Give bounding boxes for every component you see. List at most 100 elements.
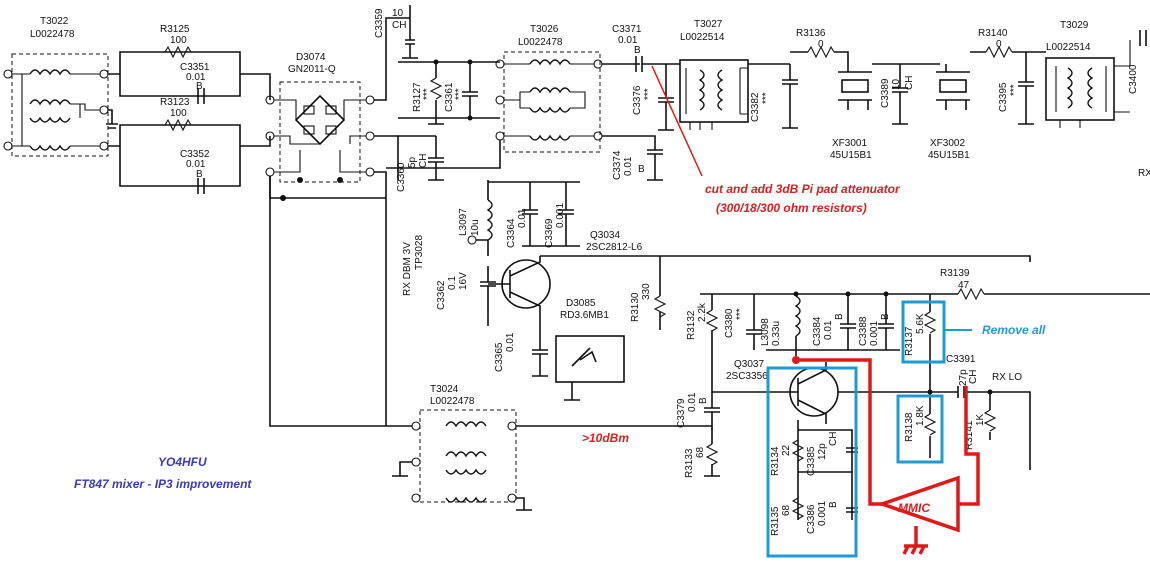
r3136-resistor: R3136 0 (790, 28, 849, 64)
c3361-value: *** (454, 88, 465, 100)
c3360-value: 5p (407, 156, 418, 168)
c3389-value: 10 (891, 78, 902, 90)
cut-note-line2: (300/18/300 ohm resistors) (716, 201, 867, 215)
c3369-ref: C3369 (544, 218, 555, 248)
c3351-suffix: B (196, 81, 203, 92)
c3360-ref: C3360 (396, 162, 407, 192)
r3137-ref: R3137 (904, 326, 915, 356)
remove-all-note: Remove all (982, 323, 1046, 337)
l3097-inductor: L3097 10u (458, 199, 493, 241)
c3352-ref: C3352 (180, 149, 210, 160)
c3382-ref: C3382 (750, 92, 761, 122)
t3027-part: L0022514 (680, 32, 725, 43)
c3382-value: *** (761, 92, 772, 104)
xf3001-ref: XF3001 (832, 138, 867, 149)
q3034-transistor: Q3034 2SC2812-L6 (488, 230, 643, 320)
t3022-transformer: T3022 L0022478 (3, 16, 109, 157)
l3098-value: 0.33u (771, 321, 782, 346)
t3024-ref: T3024 (430, 384, 459, 395)
c3374-ref: C3374 (612, 150, 623, 180)
c3385-suffix: CH (828, 432, 839, 446)
d3074-part: GN2011-Q (288, 64, 336, 75)
c3379-ref: C3379 (676, 398, 687, 428)
c3369-capacitor: C3369 0.001 (544, 203, 566, 248)
c3351-value: 0.01 (186, 72, 206, 83)
r3135-value: 68 (781, 504, 792, 516)
c3361-ref: C3361 (444, 82, 455, 112)
r3138-ref: R3138 (904, 412, 915, 442)
c3385-capacitor: C3385 12p CH (806, 432, 858, 476)
c3376-ref: C3376 (632, 85, 643, 115)
c3359-capacitor: C3359 10 CH (374, 5, 418, 59)
d3074-ref: D3074 (296, 52, 326, 63)
mmic-amplifier (876, 475, 960, 533)
author-label: YO4HFU (158, 455, 207, 469)
r3134-ref: R3134 (770, 446, 781, 476)
cut-pointer (651, 65, 703, 177)
r3141-resistor: R3141 1K (964, 392, 997, 450)
t3026-part: L0022478 (518, 37, 563, 48)
r3127-value: *** (422, 88, 433, 100)
c3365-capacitor: C3365 0.01 (494, 332, 548, 377)
mmic-output-wire (958, 386, 980, 506)
r3125-value: 100 (170, 35, 187, 46)
r3140-resistor: R3140 0 (970, 28, 1046, 59)
c3361-capacitor: C3361 *** (444, 62, 478, 118)
q3034-ref: Q3034 (590, 230, 620, 241)
rx-right-label: RX (1138, 168, 1150, 179)
c3351-capacitor: C3351 0.01 B (180, 62, 210, 104)
c3362-suffix: 16V (458, 272, 469, 290)
c3371-value: 0.01 (618, 35, 638, 46)
r3136-value: 0 (818, 39, 824, 50)
c3371-suffix: B (634, 45, 641, 56)
r3132-resistor: R3132 2.2k (686, 294, 719, 384)
d3085-ref: D3085 (566, 298, 596, 309)
r3137-resistor: R3137 5.6K (904, 294, 937, 392)
c3362-ref: C3362 (436, 280, 447, 310)
c3395-value: *** (1009, 84, 1020, 96)
remove-box-r3137 (901, 300, 946, 364)
r3136-ref: R3136 (796, 28, 826, 39)
xf3002-crystal-filter: XF3002 45U15B1 (928, 64, 970, 161)
t3026-ref: T3026 (530, 24, 559, 35)
r3141-ref: R3141 (964, 420, 975, 450)
c3389-capacitor: C3389 10 CH (880, 64, 915, 125)
c3352-value: 0.01 (186, 159, 206, 170)
mmic-input-wire (796, 358, 882, 506)
t3029-part: L0022514 (1046, 42, 1091, 53)
c3384-suffix: B (834, 313, 845, 320)
r3127-resistor: R3127 *** (412, 62, 443, 118)
r3134-value: 22 (781, 444, 792, 456)
r3133-value: 68 (695, 446, 706, 458)
r3130-value: 330 (641, 283, 652, 300)
c3360-capacitor: C3360 5p CH (396, 136, 444, 192)
t3027-transformer: T3027 L0022514 (679, 19, 749, 130)
c3395-ref: C3395 (998, 82, 1009, 112)
c3352-suffix: B (196, 169, 203, 180)
r3138-resistor: R3138 1.8K (904, 392, 937, 458)
c3374-capacitor: C3374 0.01 B (612, 150, 645, 180)
r3139-ref: R3139 (940, 268, 970, 279)
c3391-suffix: CH (968, 370, 979, 384)
l3097-value: 10u (470, 219, 481, 236)
c3384-value: 0.01 (823, 320, 834, 340)
c3359-value: 10 (392, 8, 404, 19)
r3132-value: 2.2k (697, 302, 708, 322)
c3384-ref: C3384 (812, 316, 823, 346)
t3026-transformer: T3026 L0022478 (495, 24, 603, 153)
c3400-capacitor: C3400 (1128, 30, 1147, 94)
c3362-capacitor: C3362 0.1 16V (436, 266, 496, 310)
c3391-ref: C3391 (946, 354, 976, 365)
c3384-capacitor: C3384 0.01 B (812, 294, 856, 350)
remove-box-r3138 (896, 394, 944, 464)
r3133-ref: R3133 (684, 448, 695, 478)
c3360-suffix: CH (418, 154, 429, 168)
level-note: >10dBm (582, 431, 629, 445)
c3369-value: 0.001 (555, 203, 566, 228)
r3132-ref: R3132 (686, 310, 697, 340)
r3134-resistor: R3134 22 (770, 439, 805, 476)
c3380-capacitor: C3380 *** (724, 294, 762, 350)
r3125-ref: R3125 (160, 24, 190, 35)
c3365-value: 0.01 (505, 332, 516, 352)
c3359-ref: C3359 (374, 8, 385, 38)
